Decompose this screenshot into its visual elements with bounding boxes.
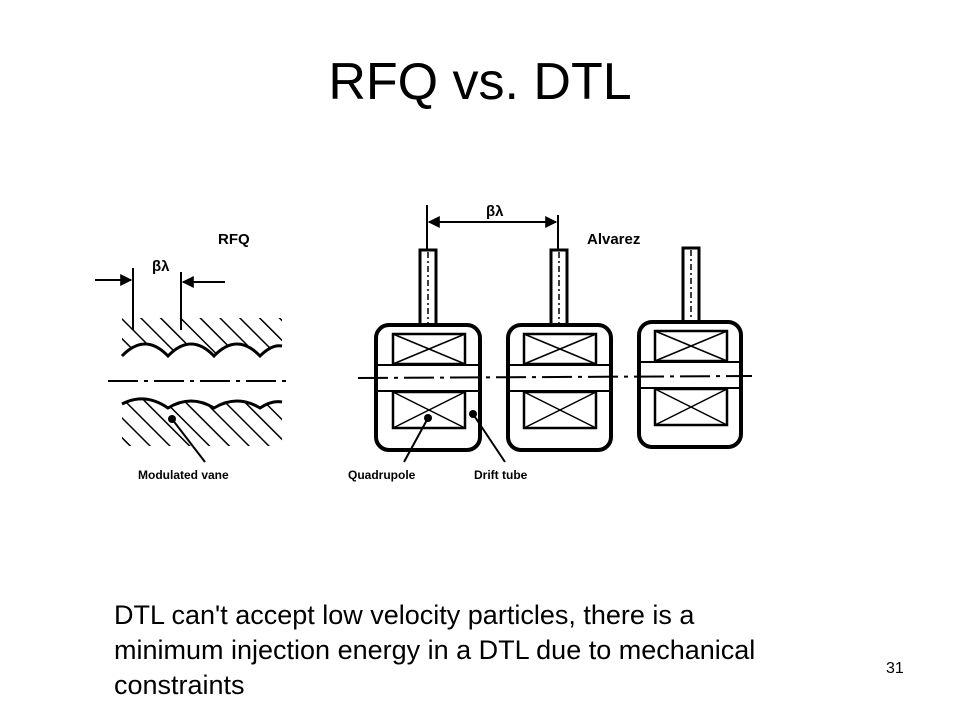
- drift-tube-1: [374, 323, 482, 452]
- rfq-upper-vane: [122, 318, 282, 356]
- rfq-label: RFQ: [218, 231, 250, 248]
- slide-body-text: DTL can't accept low velocity particles,…: [114, 600, 756, 700]
- quadrupole-label: Quadrupole: [348, 468, 416, 482]
- rfq-period-label: βλ: [152, 258, 170, 275]
- rfq-lower-vane-edge: [121, 397, 283, 410]
- page-number: 31: [886, 660, 904, 677]
- rfq-upper-vane-edge: [120, 342, 283, 359]
- quadrupole-leader: [403, 417, 429, 463]
- alvarez-period-label: βλ: [486, 203, 504, 220]
- drift-tube-label: Drift tube: [474, 468, 528, 482]
- stem-centerlines: [427, 250, 692, 326]
- drift-tube-leader: [472, 413, 506, 463]
- rfq-vane-label: Modulated vane: [138, 468, 229, 482]
- drift-tube-stems: [418, 246, 701, 330]
- slide-title: RFQ vs. DTL: [328, 53, 632, 111]
- alvarez-diagram: Alvarez βλ: [348, 203, 753, 482]
- rfq-vane-leader: [171, 418, 206, 463]
- alvarez-label: Alvarez: [587, 231, 640, 248]
- rfq-lower-vane: [122, 398, 282, 446]
- dtl-beam-axis: [357, 375, 753, 379]
- drift-tube-2: [506, 323, 613, 452]
- drift-tube-3: [637, 320, 743, 449]
- rfq-diagram: RFQ βλ Modulated vane: [95, 231, 288, 482]
